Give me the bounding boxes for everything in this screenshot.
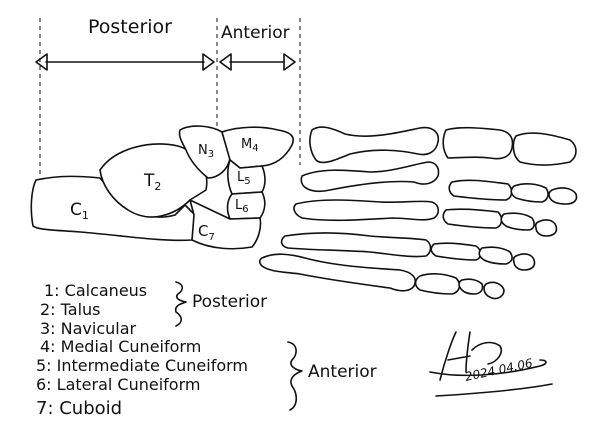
toe-3-proximal — [442, 208, 503, 229]
region-markers: Posterior Anterior — [35, 16, 301, 175]
lateral-cuneiform-label: L6 — [235, 198, 249, 215]
toe-1-proximal — [442, 126, 514, 160]
toe-2-middle — [510, 183, 549, 203]
anterior-brace — [287, 341, 303, 411]
toe-4-proximal — [430, 242, 482, 261]
signature-mark — [429, 331, 553, 397]
legend: 1: Calcaneus 2: Talus 3: Navicular 4: Me… — [36, 281, 377, 419]
toe-4-distal — [512, 253, 536, 271]
anterior-region-label: Anterior — [221, 23, 290, 43]
toe-3-distal — [534, 219, 558, 237]
legend-item-2: 2: Talus — [40, 300, 101, 319]
navicular-bone — [178, 125, 231, 179]
metatarsals — [258, 126, 440, 292]
signature-date: 2024.04.06 — [464, 356, 534, 384]
toe-5-proximal — [414, 273, 461, 295]
phalanges — [414, 126, 578, 300]
legend-group-anterior: Anterior — [308, 362, 377, 382]
posterior-arrow-left-head — [35, 53, 48, 71]
toe-4-middle — [478, 246, 513, 265]
calcaneus-label: C1 — [70, 200, 89, 222]
toe-3-middle — [500, 212, 535, 231]
metatarsal-4 — [280, 232, 432, 258]
navicular-label: N3 — [198, 143, 214, 160]
toe-5-distal — [483, 281, 505, 300]
talus-label: T2 — [143, 171, 161, 193]
posterior-arrow-right-head — [202, 53, 215, 71]
calcaneus-bone — [30, 175, 196, 242]
cuboid-label: C7 — [198, 222, 215, 243]
medial-cuneiform-label: M4 — [241, 137, 259, 154]
toe-2-distal — [548, 187, 578, 205]
signature: 2024.04.06 — [429, 331, 553, 397]
bone-labels: C1 T2 N3 M4 L5 L6 C7 — [70, 137, 259, 243]
metatarsal-3 — [293, 199, 440, 222]
medial-cuneiform-bone — [221, 126, 294, 169]
cuboid-bone — [189, 199, 262, 250]
metatarsal-5 — [258, 253, 416, 292]
anterior-arrow-left-head — [219, 53, 232, 71]
metatarsal-2 — [300, 161, 440, 192]
talus-bone — [99, 143, 208, 218]
posterior-region-label: Posterior — [88, 16, 172, 38]
legend-item-5: 5: Intermediate Cuneiform — [36, 356, 248, 375]
intermediate-cuneiform-label: L5 — [237, 170, 251, 187]
tarsal-bones — [30, 125, 294, 250]
toe-1-distal — [512, 132, 577, 166]
posterior-brace — [174, 281, 187, 327]
legend-item-7: 7: Cuboid — [36, 398, 122, 419]
anterior-arrow-right-head — [283, 53, 296, 71]
toe-5-middle — [458, 278, 484, 295]
toe-2-proximal — [448, 179, 513, 201]
legend-item-3: 3: Navicular — [40, 319, 137, 338]
legend-item-1: 1: Calcaneus — [44, 281, 147, 300]
metatarsal-1 — [309, 126, 440, 164]
legend-group-posterior: Posterior — [192, 292, 267, 312]
legend-item-4: 4: Medial Cuneiform — [40, 337, 201, 356]
legend-item-6: 6: Lateral Cuneiform — [36, 375, 200, 394]
